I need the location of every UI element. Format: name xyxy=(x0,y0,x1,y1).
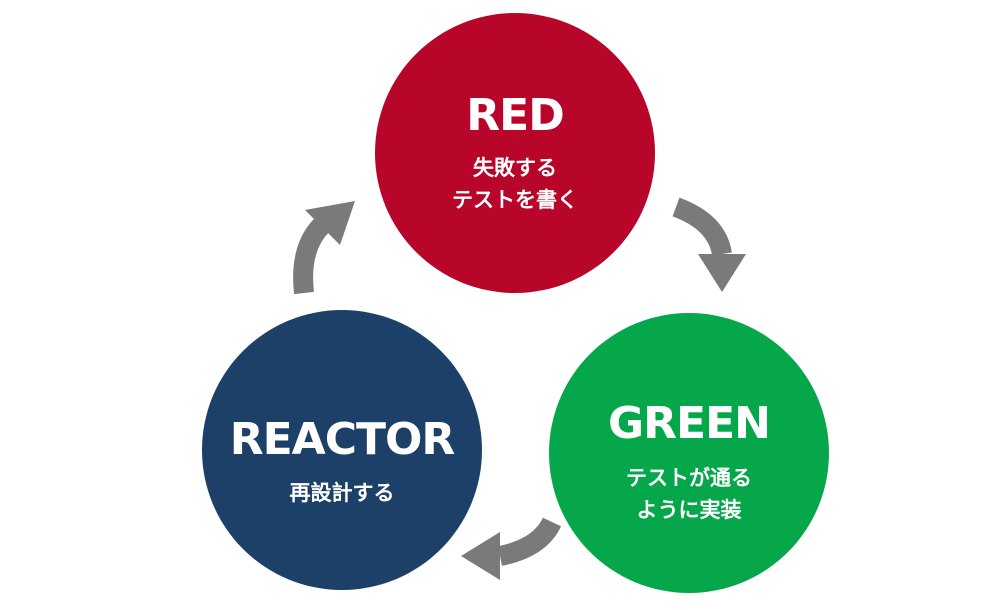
green-phase-title: GREEN xyxy=(608,398,771,449)
reactor-phase-title: REACTOR xyxy=(229,414,456,465)
red-phase-title: RED xyxy=(466,90,564,141)
green-phase-description: テストが通る ように実装 xyxy=(549,463,829,526)
red-phase-desc-line-2: テストを書く xyxy=(452,187,578,212)
reactor-phase-circle: REACTOR 再設計する xyxy=(202,310,482,590)
arrow-reactor-to-red-icon xyxy=(293,201,355,295)
arrow-green-to-reactor-icon xyxy=(461,517,562,580)
red-phase-desc-line-1: 失敗する xyxy=(473,156,557,180)
green-phase-desc-line-2: ように実装 xyxy=(636,497,742,522)
red-phase-description: 失敗する テストを書く xyxy=(375,153,655,216)
green-phase-circle: GREEN テストが通る ように実装 xyxy=(549,313,829,593)
reactor-phase-description: 再設計する xyxy=(202,478,482,510)
arrow-red-to-green-icon xyxy=(672,197,746,292)
red-phase-circle: RED 失敗する テストを書く xyxy=(375,13,655,293)
reactor-phase-desc-line-1: 再設計する xyxy=(289,481,395,505)
green-phase-desc-line-1: テストが通る xyxy=(626,466,752,490)
